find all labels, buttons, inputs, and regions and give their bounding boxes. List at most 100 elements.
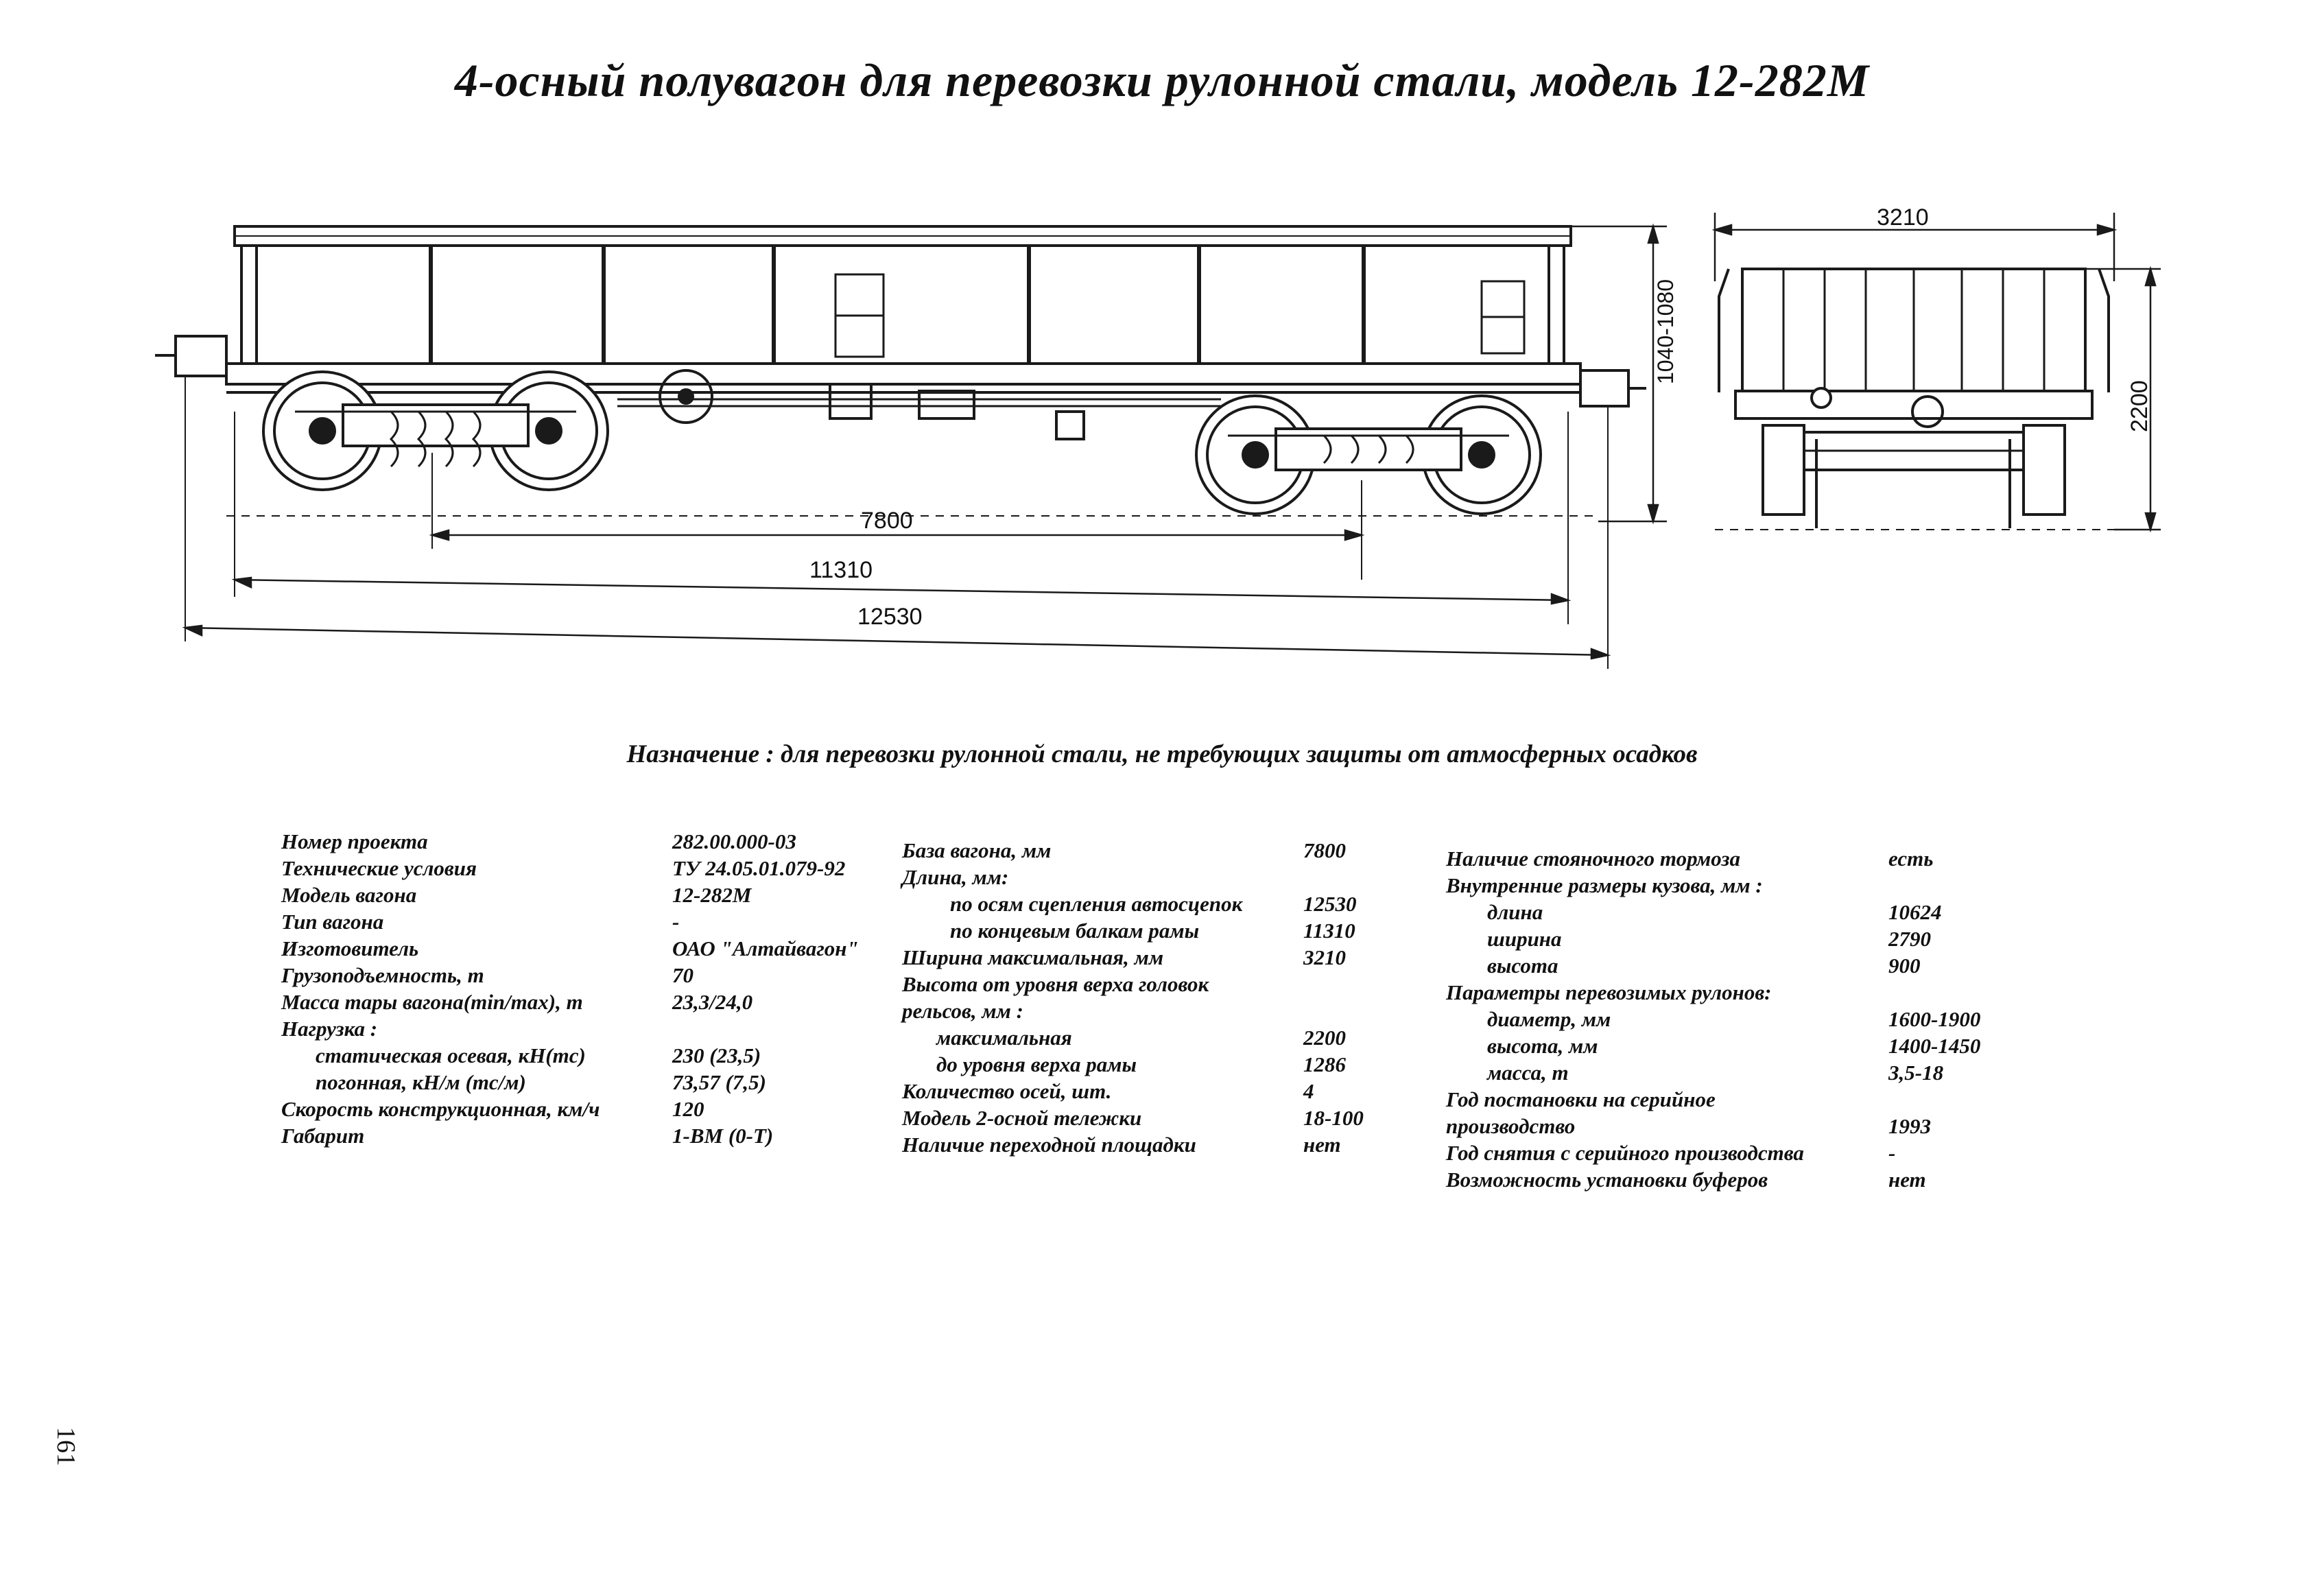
spec-row: Параметры перевозимых рулонов: bbox=[1446, 979, 2050, 1006]
dim-width-label: 3210 bbox=[1877, 204, 1929, 231]
spec-row: Наличие переходной площадки нет bbox=[902, 1131, 1423, 1158]
spec-label: Наличие переходной площадки bbox=[902, 1133, 1196, 1157]
spec-row: База вагона, мм 7800 bbox=[902, 837, 1423, 864]
spec-label: диаметр, мм bbox=[1487, 1007, 1611, 1031]
spec-row: Год снятия с серийного производства - bbox=[1446, 1139, 2050, 1166]
spec-row: Технические условия ТУ 24.05.01.079-92 bbox=[281, 855, 899, 882]
spec-value: 18-100 bbox=[1303, 1106, 1364, 1130]
spec-label: Скорость конструкционная, км/ч bbox=[281, 1097, 600, 1121]
dim-frame bbox=[231, 576, 1572, 605]
spec-label: Тип вагона bbox=[281, 910, 384, 934]
spec-label: Наличие стояночного тормоза bbox=[1446, 847, 1740, 871]
spec-value: 7800 bbox=[1303, 838, 1346, 862]
spec-row: Год постановки на серийное bbox=[1446, 1086, 2050, 1113]
spec-row: Номер проекта 282.00.000-03 bbox=[281, 828, 899, 855]
spec-label: База вагона, мм bbox=[902, 838, 1052, 862]
spec-label: по концевым балкам рамы bbox=[950, 919, 1200, 943]
wagon-drawing bbox=[155, 213, 2161, 669]
dim-coupler bbox=[182, 624, 1611, 660]
spec-label: Возможность установки буферов bbox=[1446, 1168, 1768, 1192]
spec-label: Год снятия с серийного производства bbox=[1446, 1141, 1804, 1165]
spec-value: ОАО "Алтайвагон" bbox=[672, 936, 859, 960]
spec-label: Номер проекта bbox=[281, 829, 428, 853]
spec-label: масса, т bbox=[1487, 1061, 1569, 1085]
spec-value: 4 bbox=[1303, 1079, 1314, 1103]
spec-value: 1600-1900 bbox=[1888, 1007, 1981, 1031]
spec-label: статическая осевая, кН(тс) bbox=[316, 1043, 586, 1067]
side-view bbox=[155, 223, 1667, 669]
spec-value: нет bbox=[1888, 1168, 1926, 1192]
spec-row: Грузоподъемность, т 70 bbox=[281, 962, 899, 989]
page-number: 161 bbox=[51, 1427, 80, 1466]
spec-column-1: Номер проекта 282.00.000-03 Технические у… bbox=[281, 828, 899, 1149]
spec-label: Технические условия bbox=[281, 856, 477, 880]
spec-value: 2200 bbox=[1303, 1026, 1346, 1050]
spec-value: нет bbox=[1303, 1133, 1341, 1157]
spec-label: Внутренние размеры кузова, мм : bbox=[1446, 873, 1763, 897]
spec-value: - bbox=[1888, 1141, 1896, 1165]
spec-row: Масса тары вагона(min/max), т 23,3/24,0 bbox=[281, 989, 899, 1015]
spec-value: 70 bbox=[672, 963, 693, 987]
spec-value: 3,5-18 bbox=[1888, 1061, 1944, 1085]
bogie-left bbox=[262, 370, 609, 491]
spec-value: 230 (23,5) bbox=[672, 1043, 761, 1067]
spec-value: 11310 bbox=[1303, 919, 1355, 943]
spec-label: Масса тары вагона(min/max), т bbox=[281, 990, 583, 1014]
spec-label: Количество осей, шт. bbox=[902, 1079, 1112, 1103]
spec-row: масса, т 3,5-18 bbox=[1446, 1059, 2050, 1086]
spec-value: 1286 bbox=[1303, 1052, 1346, 1076]
spec-label: высота, мм bbox=[1487, 1034, 1598, 1058]
spec-value: 3210 bbox=[1303, 945, 1346, 969]
spec-row: Изготовитель ОАО "Алтайвагон" bbox=[281, 935, 899, 962]
spec-row: Высота от уровня верха головок bbox=[902, 971, 1423, 997]
dim-base-label: 7800 bbox=[861, 508, 913, 534]
spec-value: 282.00.000-03 bbox=[672, 829, 796, 853]
spec-row: Нагрузка : bbox=[281, 1015, 899, 1042]
spec-label: Модель 2-осной тележки bbox=[902, 1106, 1142, 1130]
spec-label: Грузоподъемность, т bbox=[281, 963, 484, 987]
spec-row: Длина, мм: bbox=[902, 864, 1423, 890]
spec-row: погонная, кН/м (тс/м)73,57 (7,5) bbox=[281, 1069, 899, 1096]
spec-label: Изготовитель bbox=[281, 936, 419, 960]
dim-height-label: 2200 bbox=[2126, 380, 2153, 432]
spec-row: до уровня верха рамы 1286 bbox=[902, 1051, 1423, 1078]
spec-label: до уровня верха рамы bbox=[936, 1052, 1137, 1076]
spec-label: высота bbox=[1487, 954, 1558, 978]
spec-row: высота, мм 1400-1450 bbox=[1446, 1032, 2050, 1059]
spec-row: Внутренние размеры кузова, мм : bbox=[1446, 872, 2050, 899]
dim-base bbox=[429, 529, 1365, 541]
dim-body-height bbox=[1571, 223, 1667, 525]
purpose-text: Назначение : для перевозки рулонной стал… bbox=[626, 740, 1698, 768]
spec-label: по осям сцепления автосцепок bbox=[950, 892, 1243, 916]
spec-row: диаметр, мм 1600-1900 bbox=[1446, 1006, 2050, 1032]
spec-value: 10624 bbox=[1888, 900, 1942, 924]
spec-row: Модель 2-осной тележки 18-100 bbox=[902, 1104, 1423, 1131]
spec-value: есть bbox=[1888, 847, 1934, 871]
spec-value: 23,3/24,0 bbox=[672, 990, 753, 1014]
spec-label: производство bbox=[1446, 1114, 1576, 1138]
dim-coupler-label: 12530 bbox=[857, 604, 923, 630]
spec-row: по концевым балкам рамы 11310 bbox=[902, 917, 1423, 944]
spec-value: 2790 bbox=[1888, 927, 1931, 951]
spec-label: Модель вагона bbox=[281, 883, 417, 907]
spec-row: статическая осевая, кН(тс) 230 (23,5) bbox=[281, 1042, 899, 1069]
spec-value: 1-ВМ (0-Т) bbox=[672, 1124, 774, 1148]
spec-value: 73,57 (7,5) bbox=[672, 1070, 766, 1094]
spec-label: Длина, мм: bbox=[902, 865, 1009, 889]
spec-value: 1400-1450 bbox=[1888, 1034, 1981, 1058]
dim-frame-label: 11310 bbox=[809, 557, 873, 583]
spec-value: ТУ 24.05.01.079-92 bbox=[672, 856, 846, 880]
spec-row: Возможность установки буферов нет bbox=[1446, 1166, 2050, 1193]
spec-column-3: Наличие стояночного тормоза есть Внутренн… bbox=[1446, 845, 2050, 1193]
spec-column-2: База вагона, мм 7800 Длина, мм: по осям с… bbox=[902, 837, 1423, 1158]
spec-label: рельсов, мм : bbox=[902, 999, 1023, 1023]
spec-label: Нагрузка : bbox=[281, 1017, 378, 1041]
